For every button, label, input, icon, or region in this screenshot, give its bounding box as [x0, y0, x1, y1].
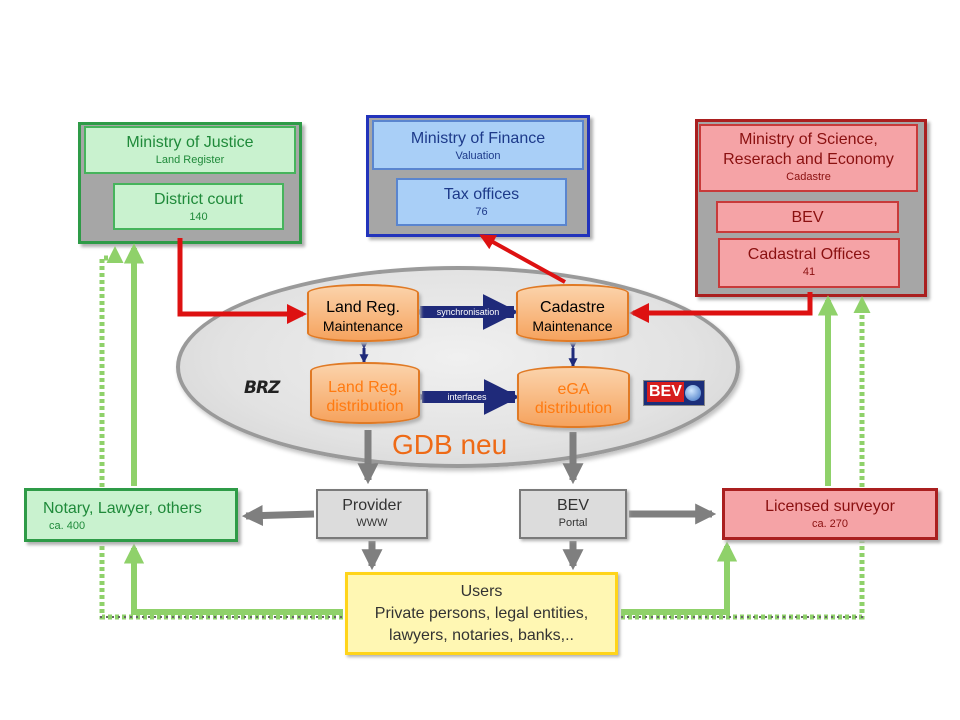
bev-portal-box: BEV Portal — [519, 489, 627, 539]
ministry-justice-title: Ministry of Justice — [126, 134, 254, 151]
ministry-science-box: Ministry of Science, Reserach and Econom… — [699, 124, 918, 192]
notary-label: Notary, Lawyer, others — [43, 500, 202, 517]
users-title: Users — [460, 583, 503, 600]
cadastral-offices-box: Cadastral Offices 41 — [718, 238, 900, 288]
users-line2: lawyers, notaries, banks,.. — [389, 627, 574, 644]
land-reg-maintenance-line2: Maintenance — [322, 318, 404, 334]
land-reg-distribution-db: Land Reg. distribution — [310, 362, 420, 424]
ministry-finance-title: Ministry of Finance — [410, 130, 546, 147]
cadastre-maintenance-db: Cadastre Maintenance — [516, 284, 629, 342]
interfaces-label: interfaces — [447, 392, 487, 402]
surveyor-count: ca. 270 — [811, 518, 849, 530]
ministry-finance-box: Ministry of Finance Valuation — [372, 120, 584, 170]
provider-sub: WWW — [356, 517, 388, 529]
bev-portal-label: BEV — [556, 497, 589, 514]
cadastre-maintenance-line2: Maintenance — [532, 318, 613, 334]
district-court-label: District court — [154, 191, 243, 208]
notary-lawyer-box: Notary, Lawyer, others ca. 400 — [24, 488, 238, 542]
arrow-cadastre-to-tax — [479, 234, 566, 284]
synchronisation-label: synchronisation — [436, 307, 500, 317]
ministry-justice-subtitle: Land Register — [155, 154, 225, 166]
tax-offices-label: Tax offices — [443, 186, 520, 203]
arrow-users-to-notary — [123, 543, 343, 615]
ministry-justice-box: Ministry of Justice Land Register — [84, 126, 296, 174]
users-line1: Private persons, legal entities, — [374, 605, 589, 622]
ministry-science-title-line1: Ministry of Science, — [739, 131, 878, 148]
surveyor-label: Licensed surveyor — [765, 498, 895, 515]
arrow-provider-to-notary — [241, 505, 315, 527]
cadastral-offices-label: Cadastral Offices — [747, 246, 871, 263]
land-reg-maintenance-db: Land Reg. Maintenance — [307, 284, 419, 342]
bev-logo-text: BEV — [647, 382, 684, 402]
district-court-count: 140 — [189, 211, 208, 223]
globe-icon — [685, 385, 701, 401]
users-box: Users Private persons, legal entities, l… — [345, 572, 618, 655]
arrow-users-to-surveyor — [621, 541, 738, 615]
tax-offices-count: 76 — [475, 206, 488, 218]
bev-office-label: BEV — [791, 209, 824, 226]
bev-portal-sub: Portal — [558, 517, 588, 529]
gdb-title: GDB neu — [392, 429, 508, 460]
cadastral-offices-count: 41 — [802, 266, 816, 278]
ministry-finance-subtitle: Valuation — [455, 150, 501, 162]
bev-office-box: BEV — [716, 201, 899, 233]
provider-label: Provider — [342, 497, 402, 514]
licensed-surveyor-box: Licensed surveyor ca. 270 — [722, 488, 938, 540]
tax-offices-box: Tax offices 76 — [396, 178, 567, 226]
land-reg-distribution-line1: Land Reg. — [328, 379, 402, 396]
brz-logo: BRZ — [244, 378, 284, 400]
provider-box: Provider WWW — [316, 489, 428, 539]
ministry-science-subtitle: Cadastre — [786, 171, 831, 183]
bev-logo: BEV — [643, 380, 705, 406]
land-reg-distribution-line2: distribution — [326, 398, 404, 415]
ega-distribution-line2: distribution — [534, 400, 613, 417]
arrow-court-to-landreg — [177, 238, 307, 324]
ega-distribution-line1: eGA — [557, 381, 590, 398]
brz-logo-text: BRZ — [244, 378, 280, 398]
ministry-science-title-line2: Reserach and Economy — [723, 151, 894, 168]
notary-count: ca. 400 — [49, 520, 86, 532]
arrow-offices-to-cadastre — [629, 292, 813, 323]
land-reg-maintenance-line1: Land Reg. — [326, 299, 400, 316]
district-court-box: District court 140 — [113, 183, 284, 230]
cadastre-maintenance-line1: Cadastre — [540, 299, 605, 316]
ega-distribution-db: eGA distribution — [517, 366, 630, 428]
